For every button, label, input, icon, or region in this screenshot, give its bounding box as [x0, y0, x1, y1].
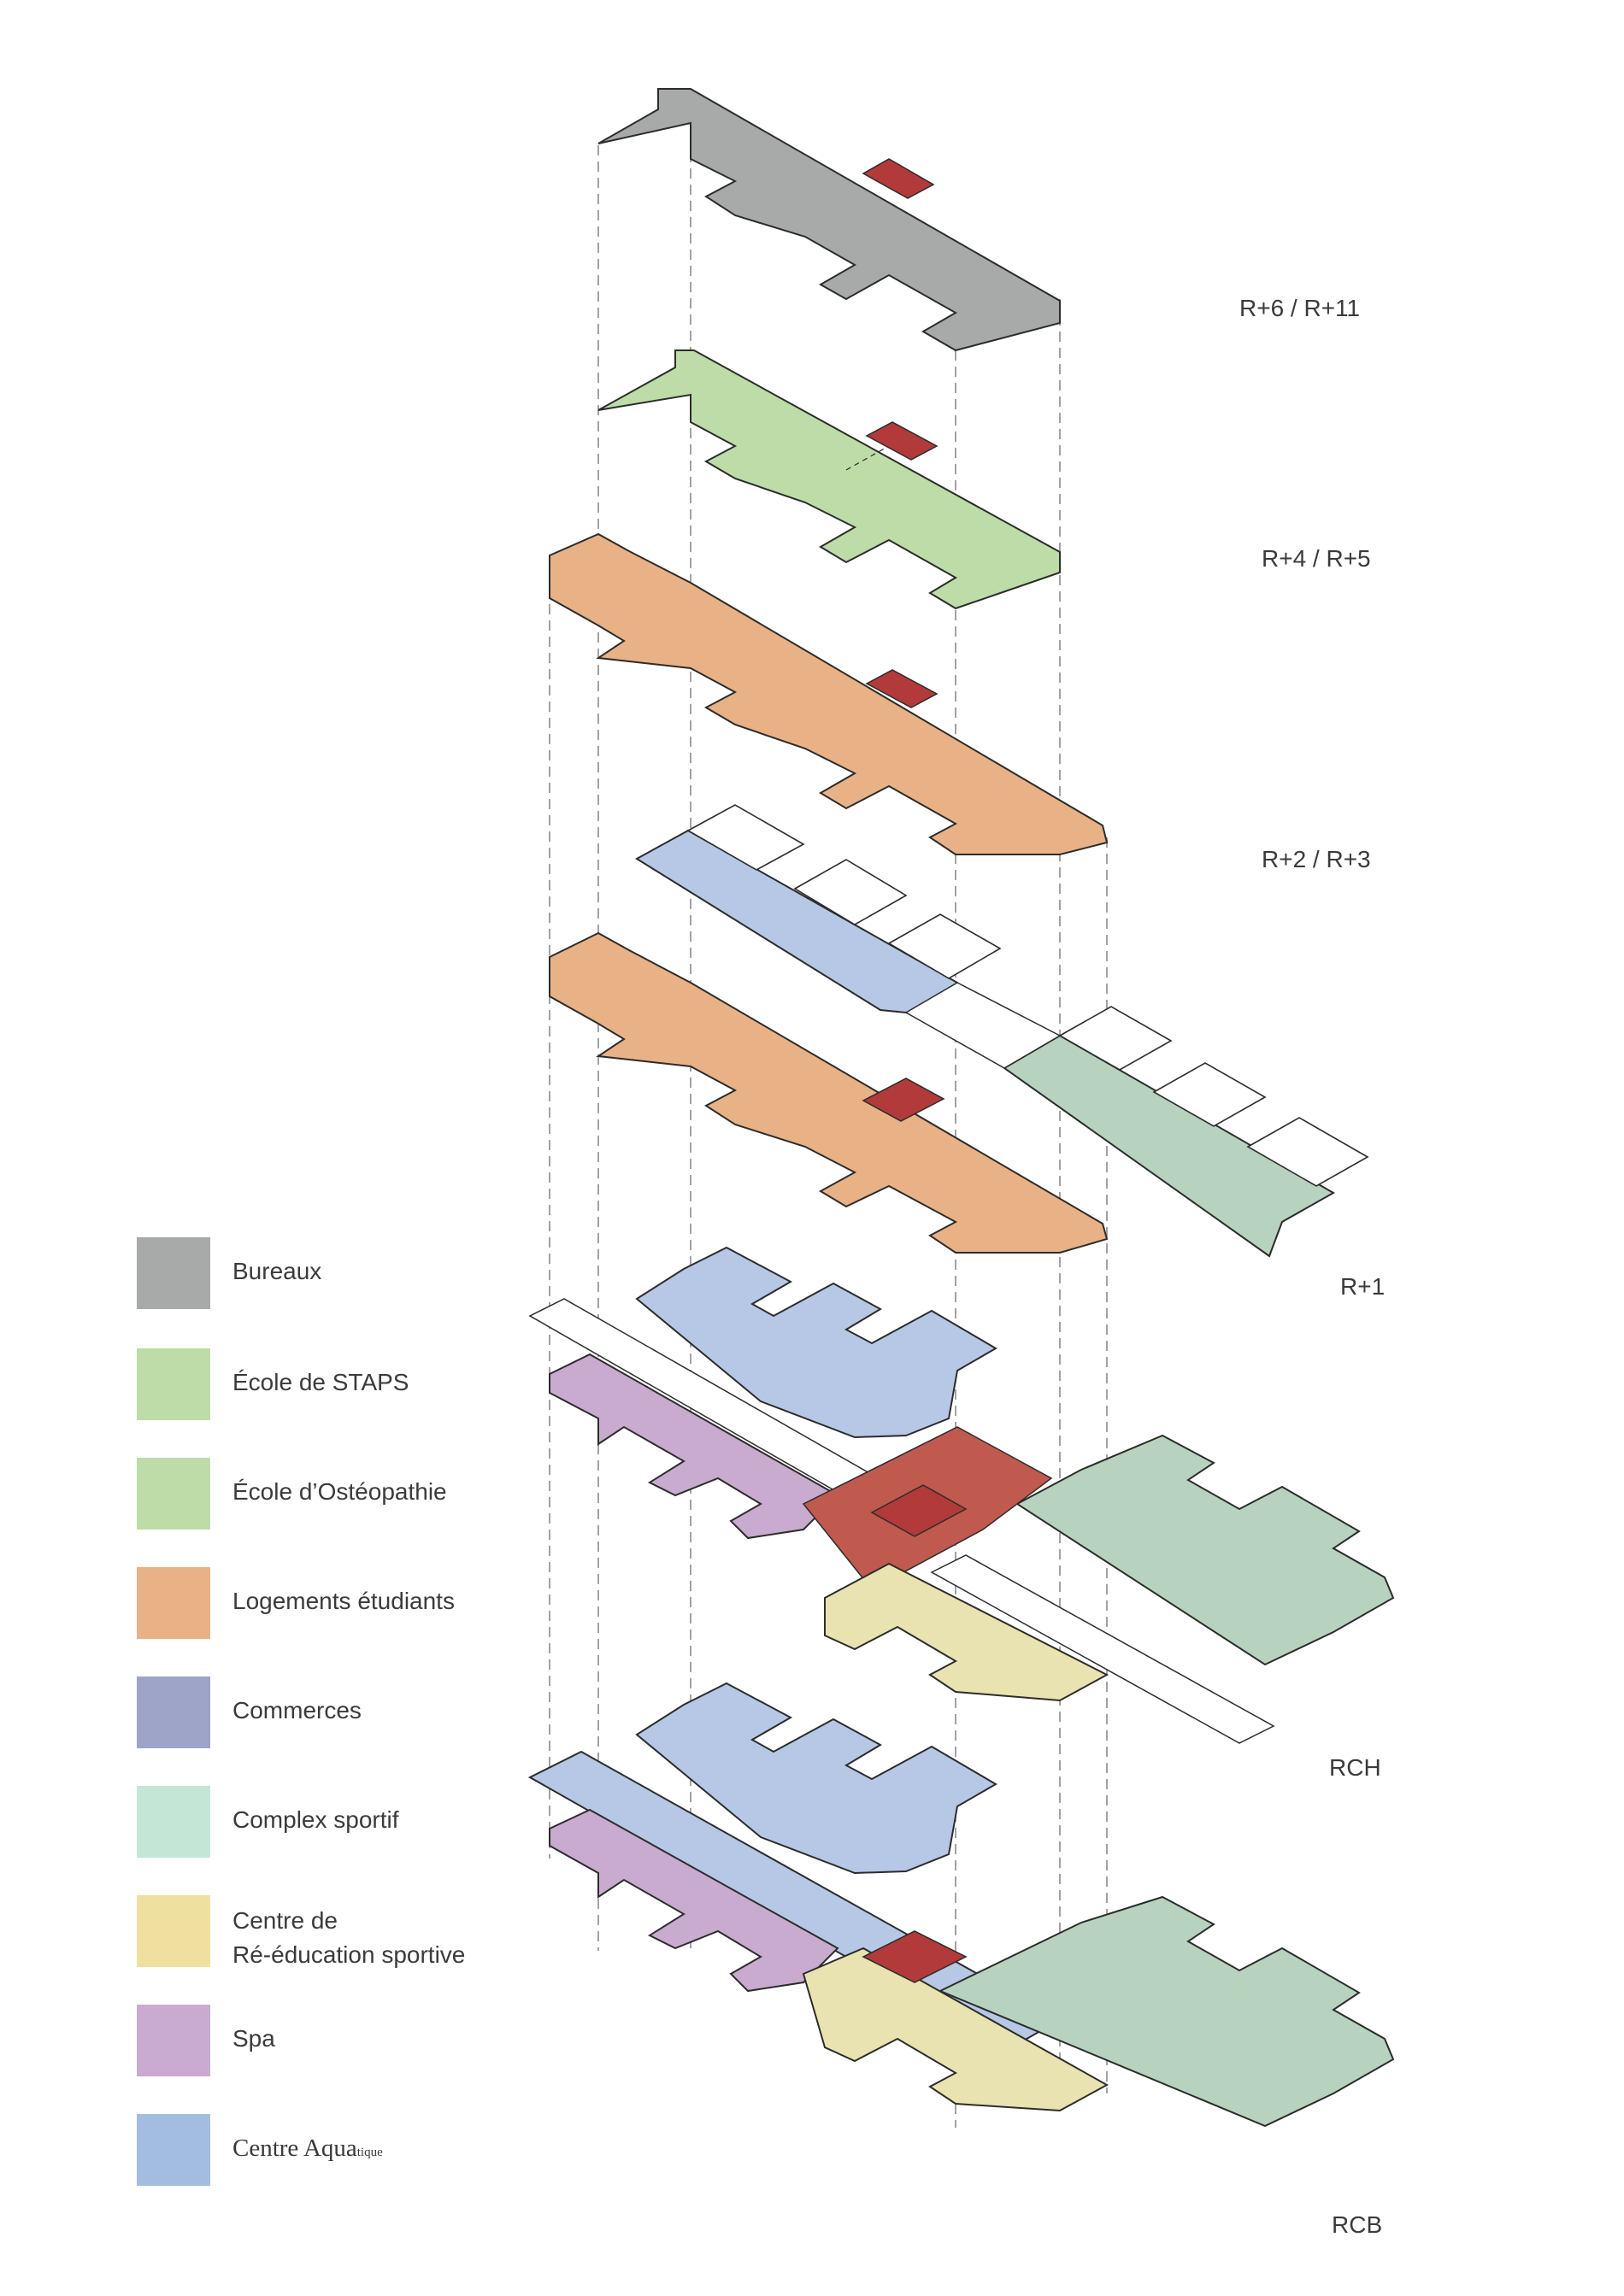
core-r4 — [865, 421, 939, 461]
reeducation-rch-floor — [824, 1562, 1109, 1702]
legend-label: Centre Aquatique — [232, 2131, 383, 2170]
sports-hall-rcb — [938, 1895, 1395, 2128]
level-label-r2-r3: R+2 / R+3 — [1262, 846, 1371, 872]
legend-swatch — [137, 2005, 210, 2076]
legend-label: Bureaux — [232, 1258, 322, 1284]
level-r6-r11-plan — [597, 88, 1061, 352]
level-r4-r5-plan — [597, 349, 1061, 610]
legend-label: Commerces — [232, 1697, 362, 1723]
legend-item-logements: Logements étudiants — [137, 1567, 581, 1639]
sports-hall-rch — [1015, 1434, 1395, 1666]
legend-label: Centre de Ré-éducation sportive — [232, 1907, 466, 1968]
reeducation-rcb-floor — [802, 1947, 1109, 2112]
level-rcb-plan — [527, 1682, 1395, 2128]
level-rch-plan — [528, 1246, 1395, 1744]
logements-floor — [549, 532, 1109, 855]
level-label-r6-r11: R+6 / R+11 — [1239, 295, 1361, 321]
legend-label-suffix: tique — [356, 2146, 383, 2159]
bleachers-upper — [686, 804, 1002, 979]
core-r6 — [862, 158, 935, 199]
legend-swatch — [137, 1895, 210, 1967]
level-label-r1: R+1 — [1340, 1273, 1386, 1300]
legend-label: Complex sportif — [232, 1806, 399, 1833]
link-bridge — [904, 982, 1062, 1069]
legend-label: Logements étudiants — [232, 1588, 455, 1614]
legend-label: École de STAPS — [232, 1369, 409, 1395]
level-r1-plan — [549, 804, 1369, 1258]
level-label-r4-r5: R+4 / R+5 — [1262, 545, 1371, 572]
legend-label: Spa — [232, 2025, 275, 2052]
level-label-rch: RCH — [1329, 1754, 1381, 1781]
level-label-rcb: RCB — [1332, 2211, 1383, 2238]
legend-label: École d’Ostéopathie — [232, 1478, 447, 1505]
spa-rcb-floor — [549, 1808, 839, 1993]
aquatic-rch-floor — [635, 1246, 997, 1439]
core-r1 — [862, 1078, 945, 1122]
legend-swatch — [137, 1676, 210, 1748]
aquatic-rcb-back — [635, 1682, 997, 1875]
legend-swatch — [137, 1567, 210, 1639]
legend-item-centre-aquatique: Centre Aquatique — [137, 2114, 581, 2186]
core-rch — [870, 1484, 968, 1537]
legend-item-complex-sportif: Complex sportif — [137, 1786, 581, 1858]
legend-swatch — [137, 1458, 210, 1530]
legend-item-spa: Spa — [137, 2005, 581, 2076]
legend-swatch — [137, 1348, 210, 1420]
legend-swatch — [137, 2114, 210, 2186]
legend-item-bureaux: Bureaux — [137, 1237, 581, 1309]
legend-swatch — [137, 1237, 210, 1309]
bureaux-floor — [597, 88, 1061, 352]
legend-swatch — [137, 1786, 210, 1858]
core-r2 — [865, 669, 939, 708]
legend-item-reeducation: Centre de Ré-éducation sportive — [137, 1895, 581, 1968]
bleachers-right — [1058, 1006, 1369, 1187]
staps-floor — [597, 349, 1061, 610]
legend-item-commerces: Commerces — [137, 1676, 581, 1748]
white-deck-rch-right — [930, 1554, 1275, 1744]
legend-item-ecole-staps: École de STAPS — [137, 1348, 581, 1420]
legend-label-main: Centre Aqua — [232, 2135, 357, 2162]
core-rcb — [862, 1930, 968, 1983]
level-r2-r3-plan — [549, 532, 1109, 855]
legend-item-ecole-osteopathie: École d’Ostéopathie — [137, 1458, 581, 1530]
logements-r1-floor — [549, 931, 1109, 1254]
